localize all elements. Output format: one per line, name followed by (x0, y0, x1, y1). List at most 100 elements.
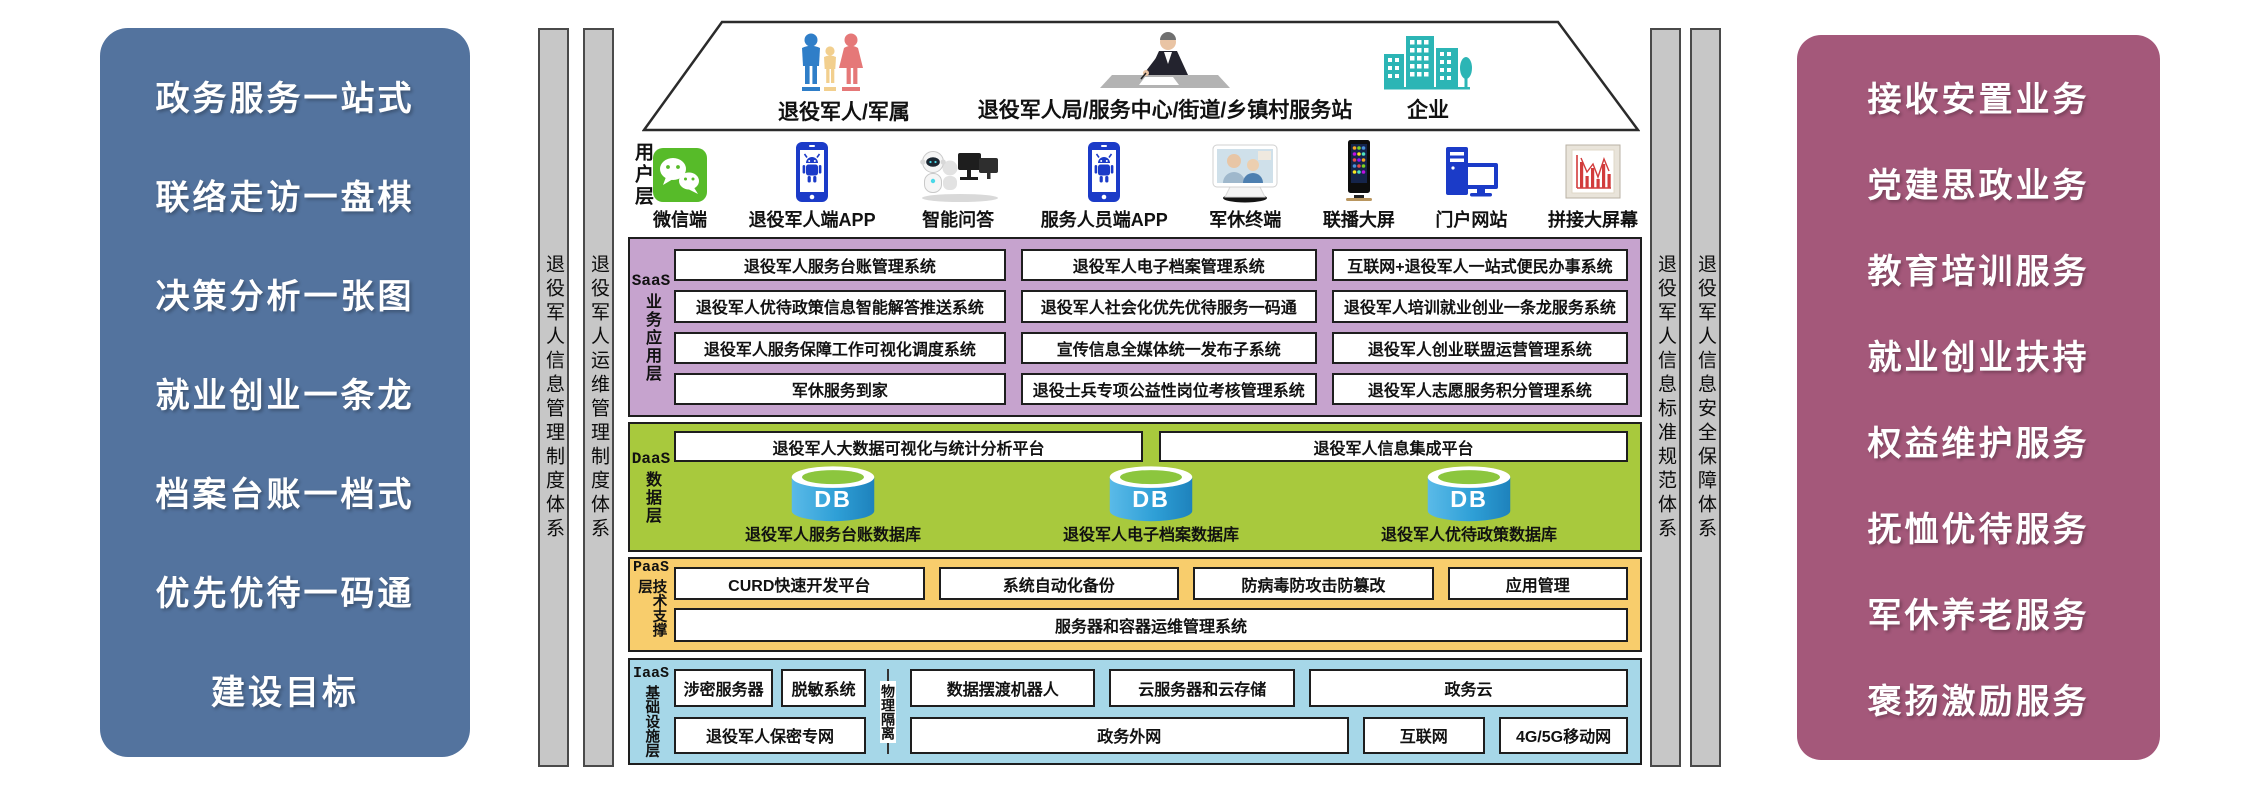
broadcast-screen-icon (1345, 140, 1372, 201)
goals-panel-title: 建设目标 (211, 674, 359, 712)
pillar-info-management-system: 退役军人信息管理制度体系 (538, 28, 569, 767)
service-item: 接收安置业务 (1867, 80, 2090, 119)
user-channel-label: 联播大屏 (1322, 210, 1395, 230)
system-box: 退役军人社会化优先优待服务一码通 (1020, 290, 1317, 323)
service-item: 抚恤优待服务 (1867, 511, 2090, 550)
actor-veterans: 退役军人/军属 (778, 32, 910, 126)
service-desk-icon (1100, 32, 1230, 88)
database-group: DB 退役军人优待政策数据库 (1381, 464, 1557, 545)
physical-isolation-divider: 物理隔离 (876, 669, 900, 754)
paas-ops-row: 服务器和容器运维管理系统 (674, 608, 1628, 642)
tech-box: 系统自动化备份 (938, 567, 1180, 600)
saas-grid: 退役军人服务台账管理系统 退役军人电子档案管理系统 互联网+退役军人一站式便民办… (672, 239, 1640, 415)
user-channel-ai-qa: 智能问答 (916, 145, 1000, 232)
db-badge: DB (1450, 486, 1488, 512)
pillar-label: 退役军人运维管理制度体系 (588, 253, 609, 542)
dashed-line (887, 669, 889, 681)
tech-box: 服务器和容器运维管理系统 (674, 608, 1628, 642)
system-box: 退役军人服务台账管理系统 (674, 249, 1006, 282)
system-box: 退役军人服务保障工作可视化调度系统 (674, 331, 1006, 364)
infra-box: 互联网 (1362, 716, 1486, 754)
goal-item: 联络走访一盘棋 (155, 179, 415, 217)
service-item: 教育培训服务 (1867, 252, 2090, 291)
infra-box: 数据摆渡机器人 (910, 669, 1096, 707)
daas-platforms: 退役军人大数据可视化与统计分析平台 退役军人信息集成平台 (674, 431, 1628, 462)
db-badge: DB (1132, 486, 1170, 512)
iaas-secure-zone: 涉密服务器 脱敏系统 退役军人保密专网 (674, 669, 866, 754)
database-label: 退役军人服务台账数据库 (744, 527, 921, 544)
layer-tag: PaaS (632, 559, 669, 576)
service-item: 就业创业扶持 (1867, 338, 2090, 377)
database-label: 退役军人优待政策数据库 (1380, 527, 1557, 544)
user-channel-label: 退役军人端APP (748, 210, 876, 230)
portal-website-icon (1446, 147, 1499, 197)
military-terminal-icon (1212, 144, 1278, 203)
goal-item: 就业创业一条龙 (155, 377, 415, 415)
services-panel: 接收安置业务 党建思政业务 教育培训服务 就业创业扶持 权益维护服务 抚恤优待服… (1797, 35, 2160, 760)
system-box: 退役士兵专项公益性岗位考核管理系统 (1020, 372, 1317, 405)
user-layer-label: 用户层 (632, 142, 653, 208)
database-cylinder-icon: DB (1109, 466, 1193, 522)
user-channel-broadcast-screen: 联播大屏 (1323, 139, 1395, 232)
user-channel-wechat: 微信端 (652, 147, 708, 232)
platform-box: 退役军人信息集成平台 (1159, 431, 1628, 462)
system-box: 宣传信息全媒体统一发布子系统 (1020, 331, 1317, 364)
user-channel-label: 拼接大屏幕 (1547, 210, 1638, 230)
user-channel-veteran-app: 退役军人端APP (749, 141, 876, 232)
actor-label: 退役军人/军属 (778, 101, 910, 124)
video-wall-icon (1565, 144, 1621, 199)
infra-box: 退役军人保密专网 (674, 716, 866, 754)
actor-enterprise: 企业 (1333, 32, 1523, 124)
database-cylinder-icon: DB (1427, 466, 1511, 522)
daas-layer-label: DaaS 数据层 (630, 424, 672, 550)
infra-box: 政务云 (1308, 669, 1628, 707)
user-channel-military-terminal: 军休终端 (1208, 143, 1282, 232)
goal-item: 档案台账一档式 (155, 476, 415, 514)
saas-layer-label: SaaS 业务应用层 (630, 239, 672, 415)
physical-isolation-label: 物理隔离 (880, 680, 896, 743)
layer-name: 业务应用层 (643, 292, 660, 383)
tech-box: CURD快速开发平台 (674, 567, 925, 600)
daas-layer: DaaS 数据层 退役军人大数据可视化与统计分析平台 退役军人信息集成平台 DB (628, 422, 1642, 552)
service-item: 军休养老服务 (1867, 597, 2090, 636)
database-label: 退役军人电子档案数据库 (1062, 527, 1239, 544)
layer-name: 技术支撑层 (636, 579, 667, 637)
service-item: 党建思政业务 (1867, 166, 2090, 205)
system-box: 军休服务到家 (674, 372, 1006, 405)
goal-item: 决策分析一张图 (155, 278, 415, 316)
veteran-app-icon (796, 142, 829, 202)
user-channel-label: 门户网站 (1435, 210, 1508, 230)
database-group: DB 退役军人电子档案数据库 (1063, 464, 1239, 545)
pillar-security-system: 退役军人信息安全保障体系 (1690, 28, 1721, 767)
iaas-layer: IaaS 基础设施层 涉密服务器 脱敏系统 退役军人保密专网 物理隔离 数据 (628, 658, 1642, 765)
ai-qa-robot-icon (920, 151, 999, 202)
actor-label: 退役军人局/服务中心/街道/乡镇村服务站 (977, 99, 1353, 122)
staff-app-icon (1088, 142, 1121, 202)
service-item: 褒扬激励服务 (1867, 683, 2090, 722)
paas-layer-label: PaaS 技术支撑层 (630, 559, 672, 650)
actor-label: 企业 (1407, 99, 1449, 122)
tech-box: 应用管理 (1447, 567, 1628, 600)
daas-content: 退役军人大数据可视化与统计分析平台 退役军人信息集成平台 DB 退役军人服务台账… (672, 424, 1640, 550)
paas-tools-row: CURD快速开发平台 系统自动化备份 防病毒防攻击防篡改 应用管理 (674, 567, 1628, 600)
layer-name: 数据层 (643, 470, 660, 525)
user-channel-staff-app: 服务人员端APP (1041, 141, 1168, 232)
system-box: 退役军人志愿服务积分管理系统 (1331, 372, 1628, 405)
goals-panel: 政务服务一站式 联络走访一盘棋 决策分析一张图 就业创业一条龙 档案台账一档式 … (100, 28, 470, 757)
actor-bureau: 退役军人局/服务中心/街道/乡镇村服务站 (935, 30, 1395, 124)
goal-item: 政务服务一站式 (155, 80, 415, 118)
paas-content: CURD快速开发平台 系统自动化备份 防病毒防攻击防篡改 应用管理 服务器和容器… (672, 559, 1640, 650)
enterprise-buildings-icon (1384, 36, 1472, 90)
system-box: 退役军人创业联盟运营管理系统 (1331, 331, 1628, 364)
iaas-content: 涉密服务器 脱敏系统 退役军人保密专网 物理隔离 数据摆渡机器人 云服务器和云存… (672, 660, 1640, 763)
user-channel-video-wall: 拼接大屏幕 (1548, 143, 1638, 232)
system-box: 退役军人优待政策信息智能解答推送系统 (674, 290, 1006, 323)
iaas-layer-label: IaaS 基础设施层 (630, 660, 672, 763)
system-box: 退役军人电子档案管理系统 (1020, 249, 1317, 282)
database-cylinder-icon: DB (791, 466, 875, 522)
user-channel-label: 军休终端 (1209, 210, 1282, 230)
layer-tag: IaaS (632, 665, 669, 683)
goal-item: 优先优待一码通 (155, 575, 415, 613)
pillar-standards-system: 退役军人信息标准规范体系 (1650, 28, 1681, 767)
